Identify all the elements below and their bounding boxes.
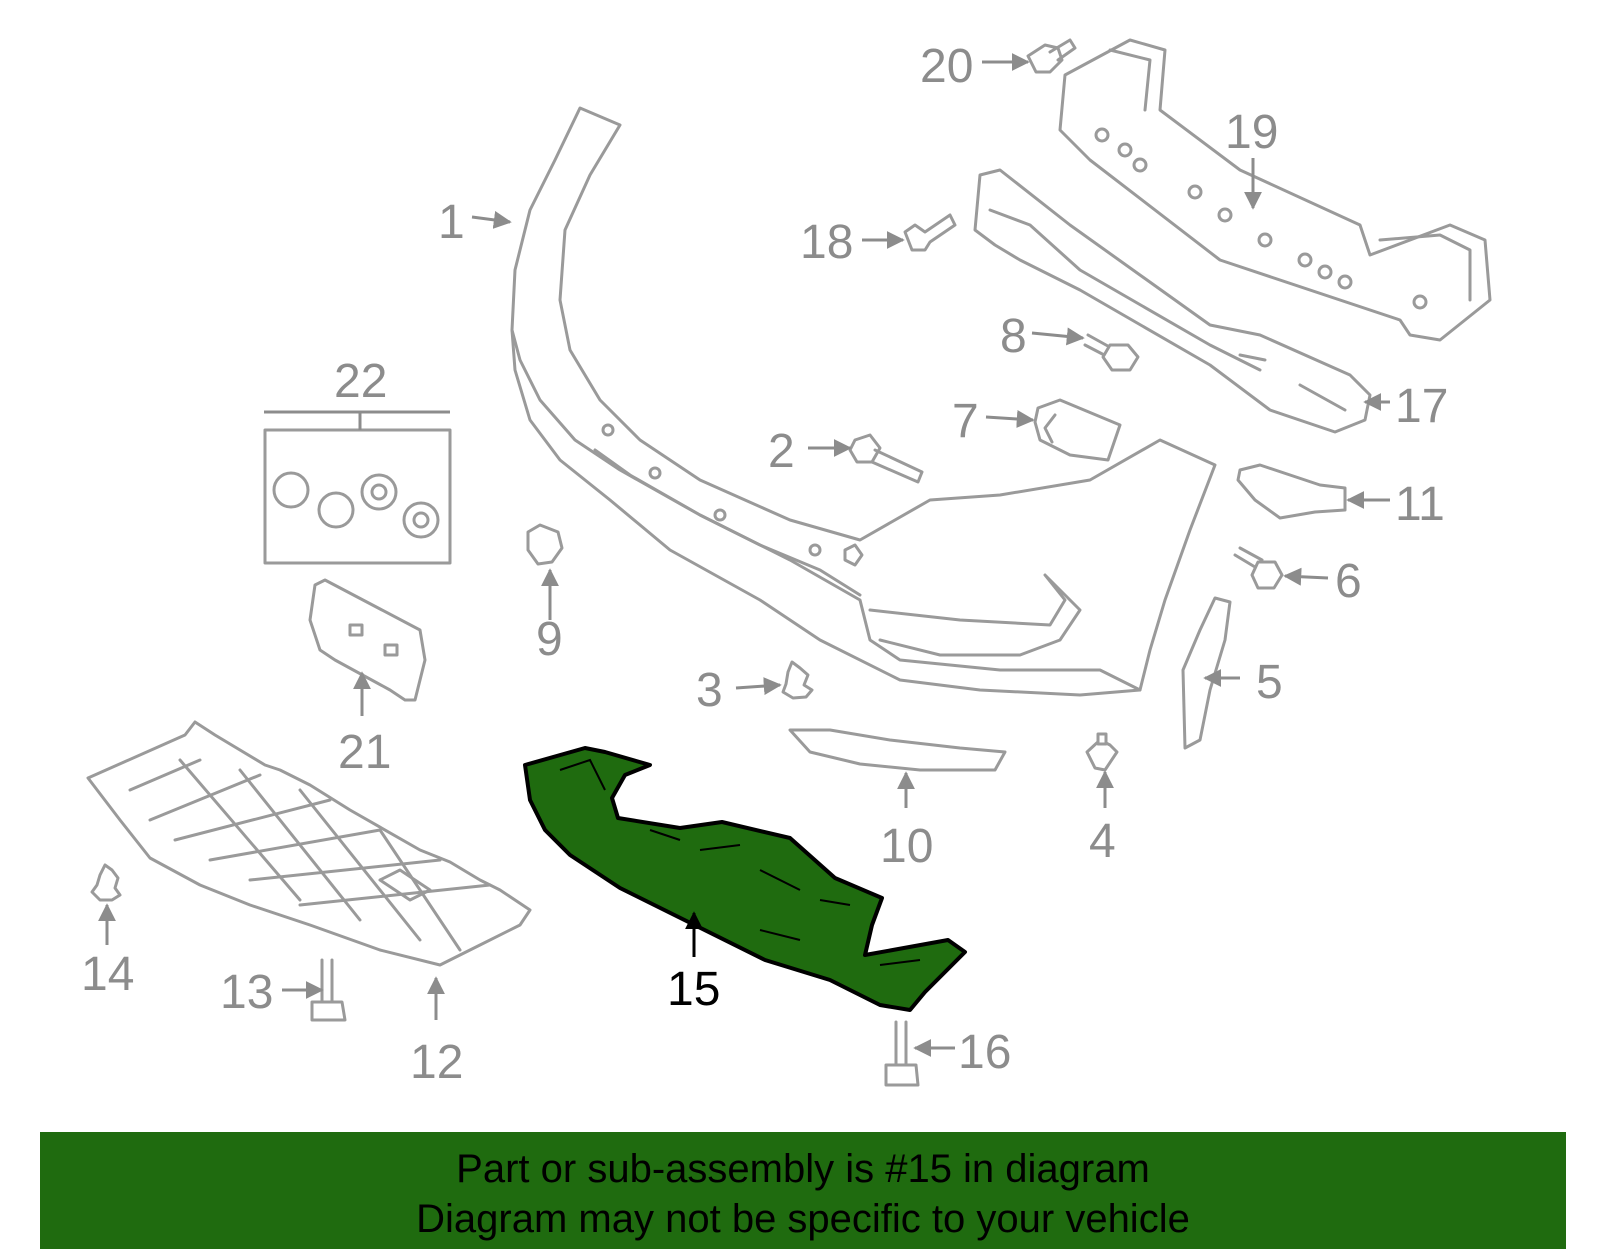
part-21-bracket xyxy=(308,578,427,702)
part-10-trim xyxy=(788,728,1007,772)
part-22-clip-kit xyxy=(263,428,452,565)
callout-arrows xyxy=(98,53,1390,1057)
part-11-bracket xyxy=(1236,463,1347,520)
callout-2: 2 xyxy=(768,425,795,478)
callout-10: 10 xyxy=(880,820,933,873)
part-7-bracket xyxy=(1033,398,1122,462)
info-banner: Part or sub-assembly is #15 in diagram D… xyxy=(40,1132,1566,1249)
callout-1: 1 xyxy=(438,196,465,249)
callout-6: 6 xyxy=(1335,555,1362,608)
part-2-bolt xyxy=(848,433,924,484)
part-4-nut xyxy=(1085,732,1119,772)
callout-19: 19 xyxy=(1225,106,1278,159)
part-9-clip xyxy=(526,523,564,566)
part-3-clip xyxy=(781,660,814,700)
part-13-bolt xyxy=(310,958,347,1022)
callout-12: 12 xyxy=(410,1036,463,1089)
part-17-energy-absorber xyxy=(973,168,1372,434)
callout-7: 7 xyxy=(952,395,979,448)
part-14-clip xyxy=(90,863,122,902)
banner-line-2: Diagram may not be specific to your vehi… xyxy=(416,1197,1190,1241)
part-6-bolt xyxy=(1233,546,1284,590)
part-5-side-strip xyxy=(1181,596,1232,750)
part-19-bumper-reinforcement xyxy=(1058,38,1492,342)
callout-21: 21 xyxy=(338,726,391,779)
banner-line-1: Part or sub-assembly is #15 in diagram xyxy=(456,1147,1150,1191)
callout-11: 11 xyxy=(1395,478,1445,531)
part-16-bolt xyxy=(884,1020,920,1087)
callout-16: 16 xyxy=(958,1026,1011,1079)
callout-9: 9 xyxy=(536,613,563,666)
callout-20: 20 xyxy=(920,40,973,93)
callout-5: 5 xyxy=(1256,656,1283,709)
callout-22: 22 xyxy=(334,355,387,408)
part-18-push-clip xyxy=(903,213,957,252)
callout-labels: 1 2 3 4 5 6 7 8 9 10 11 12 13 14 15 16 1… xyxy=(81,40,1448,1089)
callout-15: 15 xyxy=(667,963,720,1016)
callout-17: 17 xyxy=(1395,380,1448,433)
callout-3: 3 xyxy=(696,664,723,717)
callout-8: 8 xyxy=(1000,310,1027,363)
callout-14: 14 xyxy=(81,948,134,1001)
part-15-highlighted xyxy=(523,746,967,1012)
callout-4: 4 xyxy=(1089,815,1116,868)
part-20-bolt xyxy=(1026,38,1077,74)
part-12-splash-shield xyxy=(86,720,532,967)
part-1-bumper-cover xyxy=(510,106,1217,697)
callout-13: 13 xyxy=(220,966,273,1019)
callout-18: 18 xyxy=(800,216,853,269)
part-8-bolt xyxy=(1083,333,1140,372)
